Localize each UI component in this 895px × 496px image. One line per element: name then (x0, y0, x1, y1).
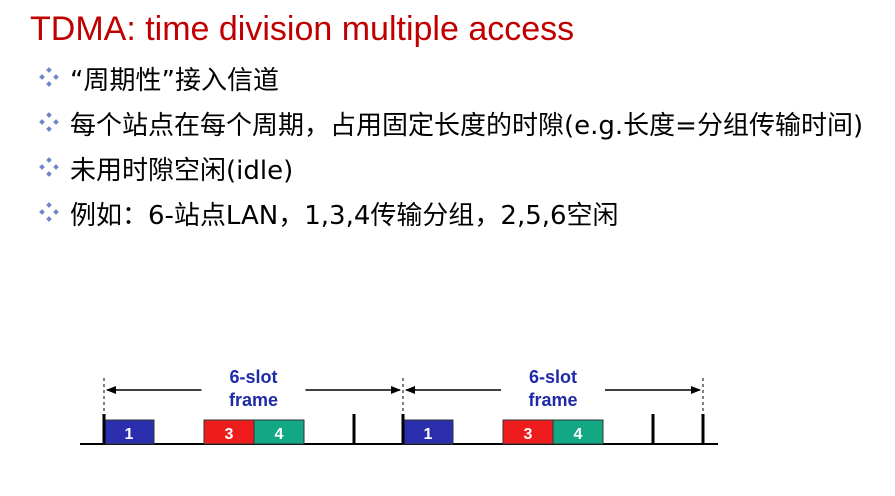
frame-label-line1: 6-slot (229, 367, 277, 387)
bullet-text: 未用时隙空闲(idle) (70, 156, 294, 186)
frame-label-line2: frame (528, 390, 577, 410)
diamond-bullet-icon (39, 67, 59, 87)
frame-label-line1: 6-slot (529, 367, 577, 387)
slot-label: 3 (524, 426, 533, 443)
diamond-bullet-icon (39, 202, 59, 222)
slot-1-block (402, 419, 454, 445)
frame-label-line2: frame (229, 390, 278, 410)
slot-label: 3 (225, 426, 234, 443)
slot-label: 4 (574, 426, 583, 443)
slot-label: 1 (125, 426, 134, 443)
bullet-text: 例如：6-站点LAN，1,3,4传输分组，2,5,6空闲 (70, 201, 619, 231)
slot-label: 4 (275, 426, 284, 443)
slot-4-block (552, 419, 604, 445)
bullet-item-1: “周期性”接入信道 (38, 64, 878, 98)
bullet-item-3: 未用时隙空闲(idle) (38, 154, 878, 188)
bullet-item-2: 每个站点在每个周期，占用固定长度的时隙(e.g.长度=分组传输时间) (38, 109, 878, 143)
slide-title: TDMA: time division multiple access (30, 10, 575, 48)
slot-3-block (203, 419, 255, 445)
bullet-text: 每个站点在每个周期，占用固定长度的时隙(e.g.长度=分组传输时间) (70, 111, 864, 141)
slot-1-block (103, 419, 155, 445)
bullet-list: “周期性”接入信道 每个站点在每个周期，占用固定长度的时隙(e.g.长度=分组传… (38, 64, 878, 244)
bullet-text: “周期性”接入信道 (70, 66, 279, 96)
slot-3-block (502, 419, 554, 445)
slot-label: 1 (424, 426, 433, 443)
slot-4-block (253, 419, 305, 445)
diamond-bullet-icon (39, 157, 59, 177)
diamond-bullet-icon (39, 112, 59, 132)
bullet-item-4: 例如：6-站点LAN，1,3,4传输分组，2,5,6空闲 (38, 199, 878, 233)
